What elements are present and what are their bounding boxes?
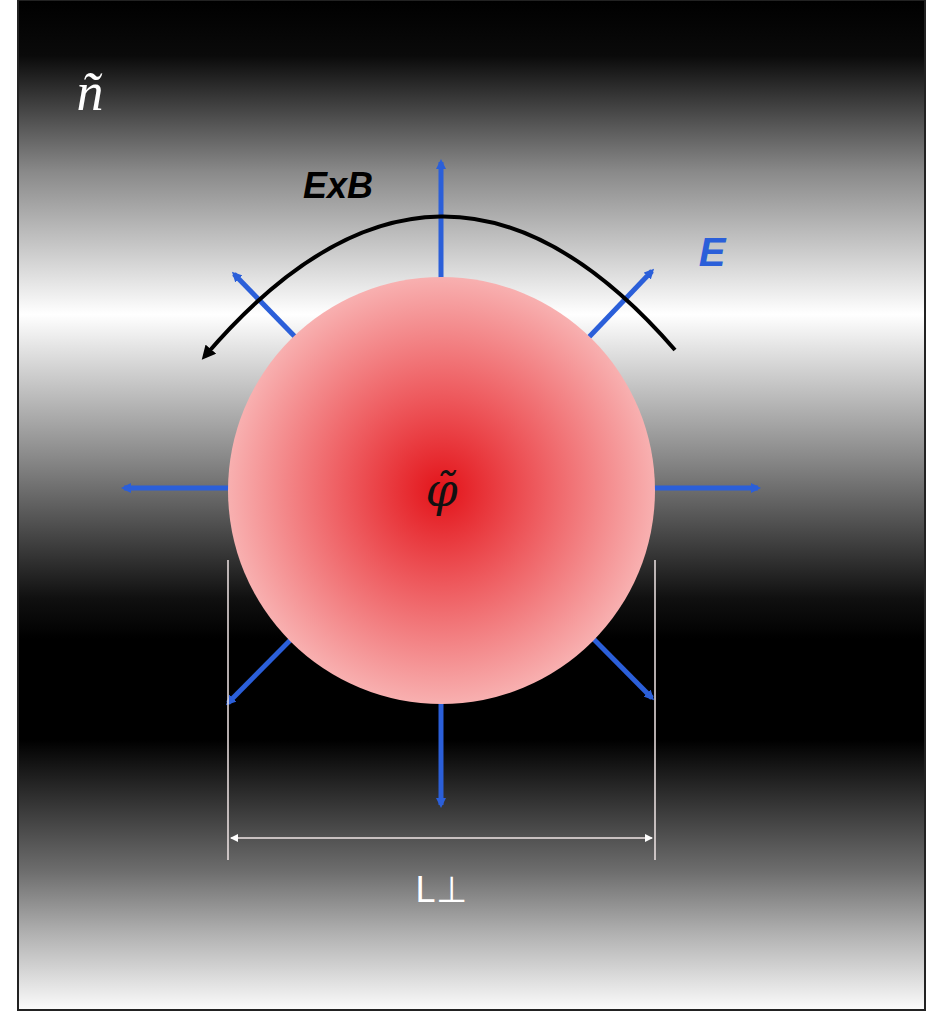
blob-circle (228, 277, 655, 704)
dimension-line (441, 837, 652, 839)
potential-symbol: φ̃ (425, 463, 457, 518)
extension-line (227, 560, 229, 860)
field-label: E (699, 230, 726, 275)
dimension-line (231, 837, 441, 839)
frame (18, 0, 925, 1010)
drift-label: ExB (303, 165, 373, 207)
potential-blob: φ̃ (228, 277, 655, 704)
density-background (18, 0, 925, 1010)
extension-line (654, 560, 656, 860)
density-symbol: ñ (77, 61, 104, 123)
electric-field-arrows (124, 162, 758, 805)
dimension-label: L⊥ (415, 869, 466, 911)
